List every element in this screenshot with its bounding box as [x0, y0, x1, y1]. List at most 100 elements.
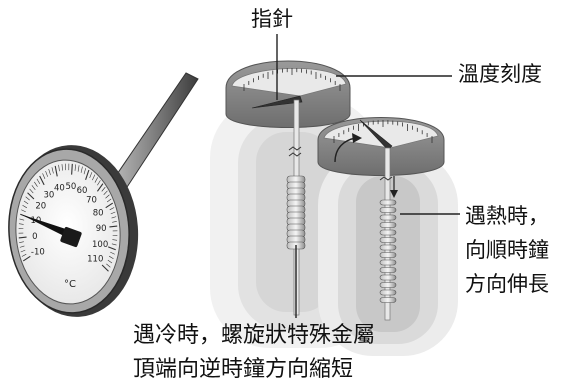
- dial-tick: [97, 180, 101, 186]
- dial-tick: [112, 221, 117, 223]
- dial-tick: [83, 168, 86, 175]
- dial-tick: [80, 166, 83, 173]
- hot-bimetal-coil: [379, 199, 397, 303]
- dial-tick: [51, 167, 54, 174]
- dial-scale-label: 30: [43, 190, 54, 200]
- pointer-label: 指針: [251, 7, 293, 31]
- heat-label-line-3: 方向伸長: [465, 272, 549, 296]
- dial-tick: [106, 198, 112, 203]
- coil-turn: [379, 267, 397, 273]
- dial-tick: [22, 205, 27, 209]
- coil-turn: [379, 244, 397, 251]
- dial-tick: [39, 175, 45, 186]
- dial-scale-ticks: [18, 163, 118, 272]
- dial-tick: [94, 177, 98, 183]
- coil-turn: [379, 207, 397, 213]
- dial-tick: [111, 216, 117, 219]
- heat-label-line-2: 向順時鐘: [465, 238, 549, 262]
- dial-tick: [109, 255, 114, 259]
- cold-scale-ticks: [243, 68, 341, 91]
- dial-tick: [18, 223, 24, 225]
- cold-contraction-label: 遇冷時，螺旋狀特殊金屬 頂端向逆時鐘方向縮短: [133, 319, 375, 387]
- dial-tick: [101, 186, 106, 192]
- coil-turn: [379, 237, 397, 243]
- dial-tick: [23, 200, 29, 205]
- hot-scale-ticks: [333, 120, 433, 143]
- cold-label-line-1: 遇冷時，螺旋狀特殊金屬: [133, 323, 376, 348]
- dial-tick: [48, 168, 51, 176]
- cold-break-mark: [288, 146, 302, 157]
- dial-tick: [101, 264, 109, 272]
- dial-tick: [92, 174, 96, 181]
- coil-turn: [379, 297, 397, 303]
- dial-tick: [19, 245, 25, 248]
- dial-tick: [111, 243, 117, 246]
- dial-tick: [31, 185, 36, 190]
- coil-turn: [379, 282, 397, 288]
- dial-tick: [20, 249, 26, 253]
- dial-tick: [77, 165, 80, 172]
- dial-tick: [19, 218, 25, 221]
- heat-expansion-label: 遇熱時， 向順時鐘 方向伸長: [465, 199, 549, 301]
- coil-turn: [379, 259, 397, 266]
- dial-tick: [25, 196, 30, 201]
- coil-turn: [379, 252, 397, 258]
- dial-scale-label: 60: [77, 186, 88, 196]
- dial-tick: [85, 169, 90, 180]
- dial-tick: [18, 236, 27, 239]
- dial-scale-label: 110: [87, 254, 103, 264]
- dial-tick: [45, 170, 48, 177]
- dial-tick: [27, 192, 35, 200]
- dial-tick: [21, 209, 26, 213]
- dial-tick: [71, 163, 73, 175]
- dial-tick: [89, 172, 93, 178]
- cold-bimetal-coil: [286, 175, 306, 250]
- coil-turn: [379, 222, 397, 228]
- heat-label-line-1: 遇熱時，: [465, 204, 549, 228]
- dial-tick: [105, 194, 110, 199]
- dial-tick: [106, 263, 111, 268]
- dial-scale-label: 0: [32, 232, 37, 242]
- dial-tick: [42, 173, 46, 180]
- dial-tick: [107, 246, 116, 251]
- cold-dial-top: [231, 67, 347, 97]
- dial-tick: [110, 251, 115, 255]
- dial-tick: [54, 165, 58, 177]
- dial-tick: [21, 253, 27, 257]
- dial-tick: [61, 164, 63, 171]
- dial-tick: [109, 225, 118, 228]
- dial-tick: [105, 202, 114, 209]
- coil-turn: [379, 289, 397, 296]
- dial-tick: [103, 190, 108, 195]
- dial-tick: [22, 255, 31, 262]
- dial-scale-label: 50: [65, 182, 76, 192]
- dial-scale-label: 20: [35, 202, 46, 212]
- dial-unit-label: °C: [64, 279, 76, 290]
- dial-tick: [19, 241, 24, 243]
- cold-label-line-2: 頂端向逆時鐘方向縮短: [133, 357, 354, 382]
- dial-tick: [107, 259, 113, 264]
- dial-scale-label: 90: [96, 224, 107, 234]
- dial-scale-label: 80: [93, 209, 104, 219]
- dial-scale-label: 40: [54, 183, 65, 193]
- cutaway-hot: [317, 117, 460, 356]
- coil-turn: [379, 229, 397, 236]
- dial-tick: [74, 164, 77, 171]
- cold-pointer: [251, 95, 303, 109]
- dial-tick: [36, 178, 41, 185]
- coil-turn: [379, 274, 397, 281]
- dial-scale-label: 70: [86, 195, 97, 205]
- dial-thermometer: -100102030405060708090100110 °C: [8, 72, 199, 317]
- clockwise-arrow-head: [352, 133, 362, 143]
- temperature-scale-label: 溫度刻度: [458, 62, 542, 86]
- dial-tick: [109, 207, 115, 211]
- coil-turn: [379, 199, 397, 206]
- dial-scale-label: 100: [92, 240, 108, 250]
- hot-dial-top: [323, 120, 439, 149]
- dial-tick: [110, 211, 116, 215]
- hot-break-mark: [379, 176, 393, 181]
- dial-scale-label: -10: [31, 247, 45, 257]
- dial-needle-hub: [60, 226, 82, 248]
